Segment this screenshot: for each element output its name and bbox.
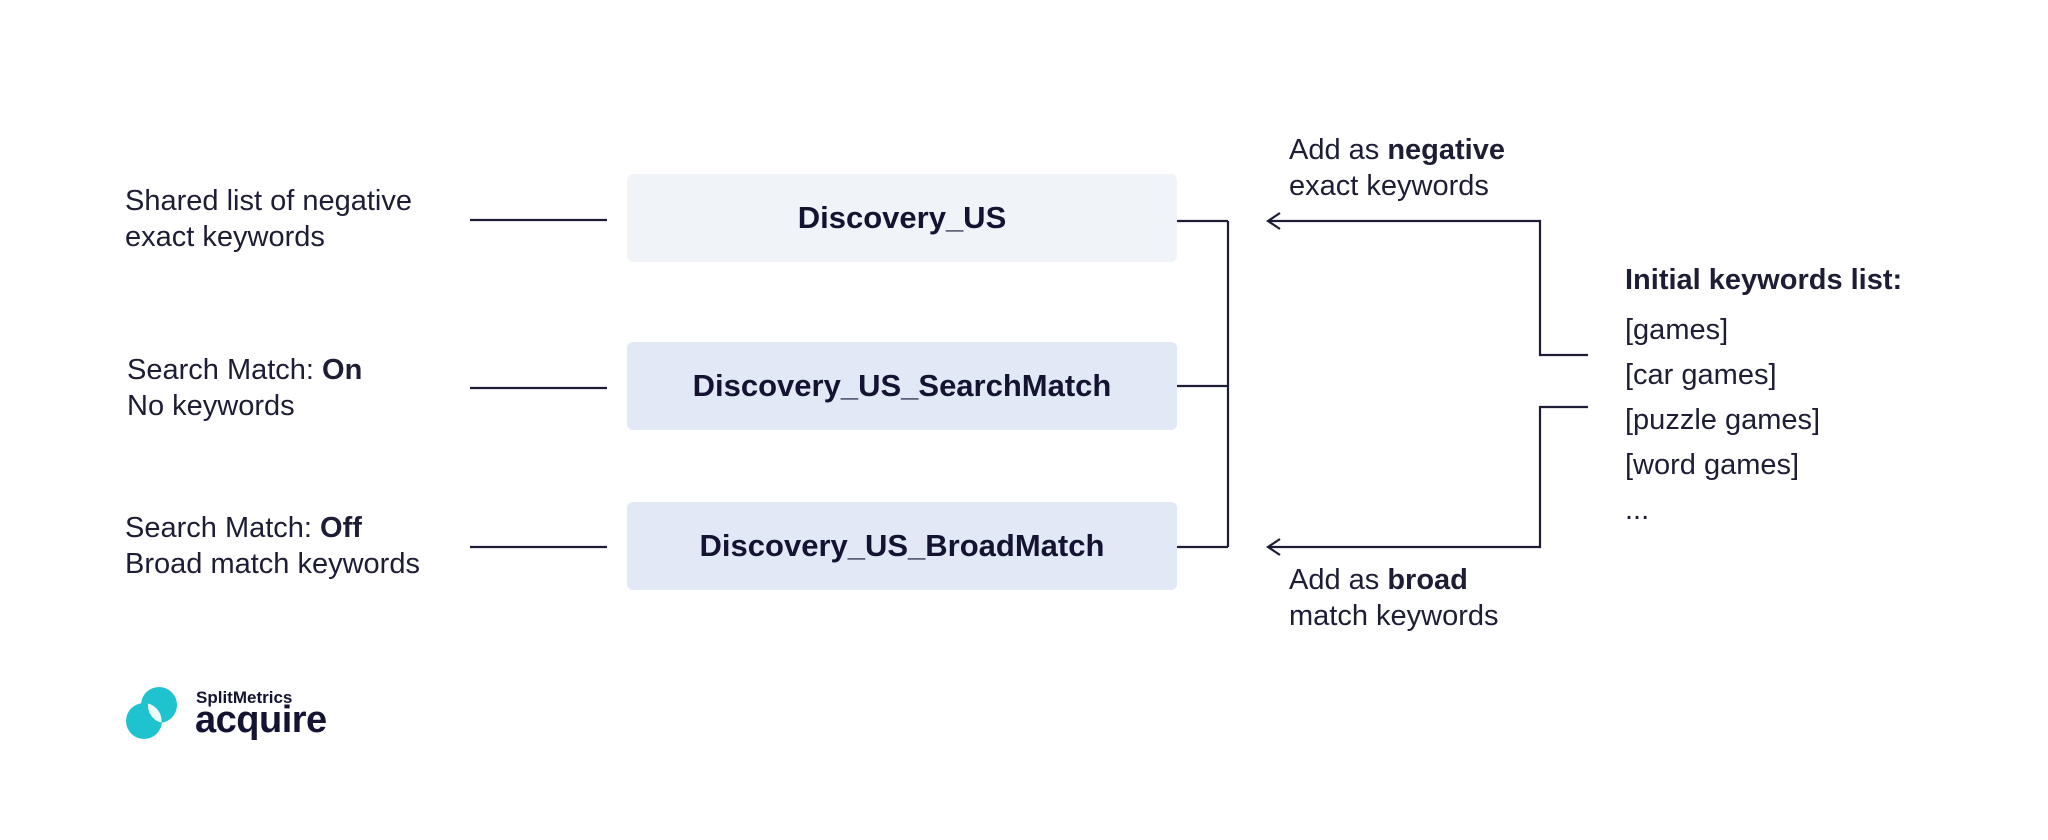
left-label-1-line1: Shared list of negative	[125, 185, 412, 217]
arrow-negative-head	[1266, 212, 1281, 230]
left-label-3-line2: Broad match keywords	[125, 548, 420, 580]
campaign-name: Discovery_US_SearchMatch	[692, 368, 1112, 403]
left-label-2-line1: Search Match:	[127, 354, 323, 386]
keywords-list: Initial keywords list: [games] [car game…	[1625, 262, 1902, 533]
logo-mark-icon	[126, 687, 177, 739]
splitmetrics-logo: SplitMetrics acquire	[124, 683, 354, 743]
annotation-broad-prefix: Add as	[1289, 564, 1388, 596]
arrow-negative-path	[1268, 219, 1588, 357]
keyword-item: ...	[1625, 494, 1650, 526]
left-label-shared-negative: Shared list of negative exact keywords	[125, 183, 412, 255]
arrow-broad-head	[1266, 538, 1281, 556]
arrow-broad-path	[1268, 405, 1588, 549]
keyword-item: [car games]	[1625, 359, 1777, 391]
logo-brand-big: acquire	[195, 699, 327, 741]
left-label-3-bold: Off	[320, 512, 362, 544]
keyword-item: [word games]	[1625, 449, 1800, 481]
annotation-negative: Add as negative exact keywords	[1289, 132, 1505, 204]
keyword-item: [games]	[1625, 314, 1729, 346]
logo-brand-small: SplitMetrics	[196, 688, 293, 707]
left-label-2-bold: On	[322, 354, 363, 386]
annotation-broad: Add as broad match keywords	[1289, 562, 1499, 634]
left-label-3-line1: Search Match:	[125, 512, 321, 544]
campaign-name: Discovery_US	[797, 200, 1007, 235]
campaign-box-searchmatch: Discovery_US_SearchMatch	[627, 342, 1177, 430]
annotation-negative-line2: exact keywords	[1289, 170, 1489, 202]
left-label-searchmatch-off: Search Match: Off Broad match keywords	[125, 510, 420, 582]
campaign-name: Discovery_US_BroadMatch	[699, 528, 1105, 563]
left-label-searchmatch-on: Search Match: On No keywords	[127, 352, 362, 424]
annotation-broad-bold: broad	[1387, 564, 1468, 596]
left-label-1-line2: exact keywords	[125, 221, 325, 253]
annotation-broad-line2: match keywords	[1289, 600, 1499, 632]
campaign-box-broadmatch: Discovery_US_BroadMatch	[627, 502, 1177, 590]
annotation-negative-prefix: Add as	[1289, 134, 1388, 166]
keywords-title: Initial keywords list:	[1625, 264, 1903, 296]
campaign-box-discovery-us: Discovery_US	[627, 174, 1177, 262]
left-label-2-line2: No keywords	[127, 390, 295, 422]
annotation-negative-bold: negative	[1387, 134, 1506, 166]
keyword-item: [puzzle games]	[1625, 404, 1821, 436]
